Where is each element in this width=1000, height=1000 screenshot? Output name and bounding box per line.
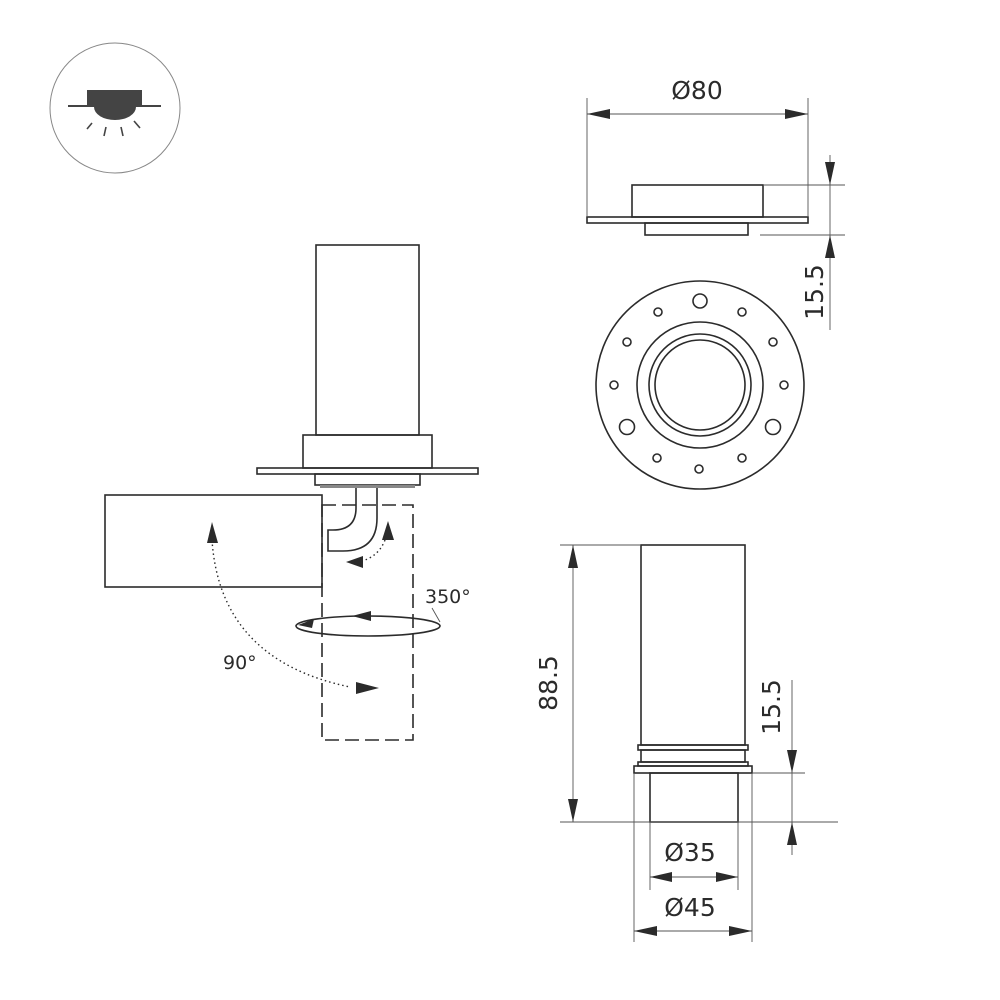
top-height-dimension: 15.5 xyxy=(760,155,845,330)
dimension-label-top-height: 15.5 xyxy=(800,264,829,320)
diameter-35-dimension: Ø35 xyxy=(649,822,739,890)
diameter-45-dimension: Ø45 xyxy=(633,773,753,942)
tilt-angle-label: 90° xyxy=(223,652,257,674)
side-view-body xyxy=(633,544,753,823)
dimension-label-diameter-35: Ø35 xyxy=(664,838,716,867)
front-view-flange xyxy=(595,280,805,490)
recess-height-dimension: 15.5 xyxy=(752,679,805,855)
dimension-label-total-height: 88.5 xyxy=(534,655,563,711)
recessed-ceiling-light-icon xyxy=(49,42,181,174)
diameter-80-dimension: Ø80 xyxy=(586,76,809,217)
top-side-view xyxy=(586,184,809,236)
dimension-label-diameter-80: Ø80 xyxy=(671,76,723,105)
dimension-label-recess-height: 15.5 xyxy=(757,679,786,735)
dimension-label-diameter-45: Ø45 xyxy=(664,893,716,922)
rotating-view: 350° 90° xyxy=(104,244,479,741)
swivel-angle-label: 350° xyxy=(425,586,471,608)
